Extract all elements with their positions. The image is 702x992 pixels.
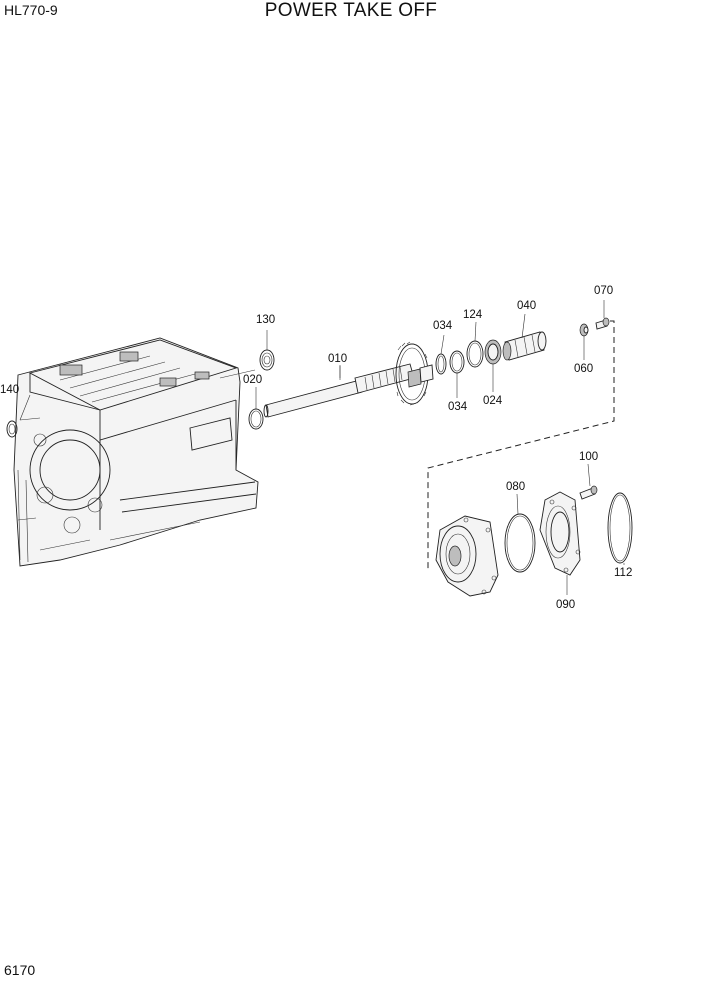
part-112-o-ring <box>607 492 633 564</box>
page-number: 6170 <box>4 962 36 978</box>
callout-124: 124 <box>463 309 483 321</box>
callout-112: 112 <box>614 567 632 579</box>
part-080-o-ring <box>504 513 536 573</box>
callout-040: 040 <box>517 300 536 312</box>
part-034-ring-a <box>435 353 447 375</box>
assembly-dashed-line <box>427 320 615 570</box>
part-124-ring <box>466 340 484 368</box>
callout-060: 060 <box>574 363 593 375</box>
callout-140: 140 <box>0 384 19 396</box>
part-060-nut <box>579 323 589 337</box>
part-100-screw <box>579 485 598 500</box>
callout-010: 010 <box>328 353 347 365</box>
transmission-housing <box>13 337 259 567</box>
pto-housing <box>435 515 499 597</box>
part-034-ring-b <box>449 350 465 374</box>
part-070-screw <box>595 317 610 330</box>
part-024-bearing <box>484 339 502 365</box>
part-140-plug <box>6 420 18 438</box>
part-130-cover <box>259 330 275 371</box>
part-010-shaft <box>263 341 434 418</box>
part-090-cover <box>539 491 581 576</box>
page-title: POWER TAKE OFF <box>264 0 438 21</box>
callout-024: 024 <box>483 395 503 407</box>
callout-130: 130 <box>256 314 275 326</box>
callout-100: 100 <box>579 451 598 463</box>
callout-070: 070 <box>594 285 613 297</box>
part-040-coupling <box>502 331 547 361</box>
callout-034-top: 034 <box>433 320 453 332</box>
part-020-snap-ring <box>248 408 264 430</box>
callout-090: 090 <box>556 599 575 611</box>
callout-020: 020 <box>243 374 262 386</box>
leader-lines <box>19 300 625 595</box>
model-label: HL770-9 <box>4 2 58 18</box>
callout-034-bottom: 034 <box>448 401 468 413</box>
callout-080: 080 <box>506 481 525 493</box>
